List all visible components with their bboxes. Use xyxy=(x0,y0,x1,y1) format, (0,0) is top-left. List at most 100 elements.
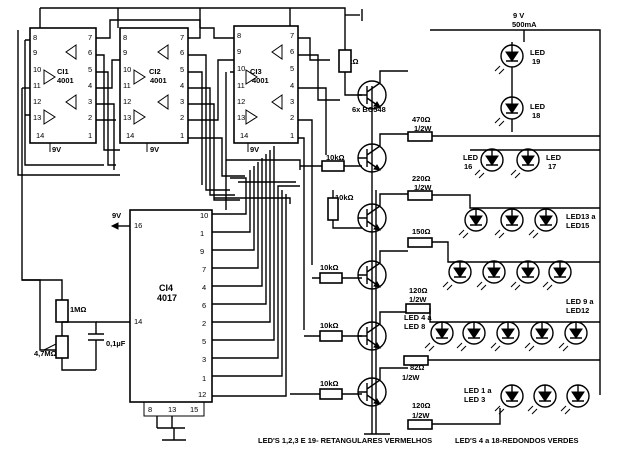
ci1-pin-8: 8 xyxy=(33,33,37,42)
ci4-out-5 xyxy=(212,146,275,341)
label-led16-a: LED xyxy=(463,153,479,162)
ci2-pin-9: 9 xyxy=(123,48,127,57)
transistor-q3 xyxy=(357,193,408,233)
label-led4-b: LED 8 xyxy=(404,322,425,331)
ci2-pin-1: 1 xyxy=(180,131,184,140)
rb1 xyxy=(338,49,352,73)
rb2 xyxy=(321,160,345,172)
led-2 xyxy=(494,96,524,127)
led-5 xyxy=(458,208,488,239)
ci4-out-1a xyxy=(212,170,251,233)
wire-ci1-p5 xyxy=(96,71,116,166)
led-16 xyxy=(558,321,588,352)
led-row-wires xyxy=(428,135,600,425)
ci1-part: 4001 xyxy=(57,76,74,85)
ci3-pin-5: 5 xyxy=(290,64,294,73)
ci3-pin-10: 10 xyxy=(237,64,245,73)
label-led9-a: LED 9 a xyxy=(566,297,594,306)
ci3-supply: 9V xyxy=(250,145,259,154)
wire-ci3-p7 xyxy=(298,37,330,61)
ci2-pin-3: 3 xyxy=(180,97,184,106)
ci4-pin-4: 4 xyxy=(202,283,206,292)
ci4-out-4 xyxy=(212,158,263,287)
rc2-value: 220Ω xyxy=(412,174,431,183)
transistor-q1 xyxy=(357,70,408,110)
timing-network: 1MΩ 4,7MΩ 0,1µF xyxy=(21,88,130,371)
ci4-vcc-arrow xyxy=(110,222,119,230)
rb4 xyxy=(319,272,343,284)
label-led18-a: LED xyxy=(530,102,546,111)
ci4-pin-15: 15 xyxy=(190,405,198,414)
label-1m: 1MΩ xyxy=(70,305,86,314)
label-led16-b: 16 xyxy=(464,162,472,171)
positive-rail xyxy=(430,29,601,395)
ci2-name: CI2 xyxy=(149,67,161,76)
ci4-out-6 xyxy=(212,154,267,305)
wire-ci2-p4 xyxy=(188,87,235,196)
ci4-pin-16: 16 xyxy=(134,221,142,230)
ci4-out-9 xyxy=(212,166,255,251)
caption-right: LED'S 4 a 18-REDONDOS VERDES xyxy=(455,436,578,445)
label-10k-2: 10kΩ xyxy=(326,153,345,162)
ci1-pin-5: 5 xyxy=(88,65,92,74)
led-12 xyxy=(424,321,454,352)
ci4-pin-3: 3 xyxy=(202,355,206,364)
resistor-1m xyxy=(55,299,69,323)
ci4-out-1b xyxy=(212,190,283,377)
label-10k-6: 10kΩ xyxy=(320,379,339,388)
label-led13-b: LED15 xyxy=(566,221,589,230)
led-4 xyxy=(510,148,540,179)
label-10k-5: 10kΩ xyxy=(320,321,339,330)
led-7 xyxy=(528,208,558,239)
ci2-pin-2: 2 xyxy=(180,113,184,122)
ci3-pin-11: 11 xyxy=(237,81,245,90)
label-0u1: 0,1µF xyxy=(106,339,126,348)
led-8 xyxy=(442,260,472,291)
label-led1-a: LED 1 a xyxy=(464,386,492,395)
ci2-supply: 9V xyxy=(150,145,159,154)
led-array xyxy=(424,42,600,425)
label-10k-3: 10kΩ xyxy=(335,193,354,202)
caption-left: LED'S 1,2,3 E 19- RETANGULARES VERMELHOS xyxy=(258,436,432,445)
ci1-pin-13: 13 xyxy=(33,113,41,122)
label-led19-b: 19 xyxy=(532,57,540,66)
ci2-pin-5: 5 xyxy=(180,65,184,74)
ci1-pin-12: 12 xyxy=(33,97,41,106)
ci2-part: 4001 xyxy=(150,76,167,85)
ci3-pin-6: 6 xyxy=(290,47,294,56)
ci4-pin-10: 10 xyxy=(200,211,208,220)
ci2-pin-4: 4 xyxy=(180,81,184,90)
label-led17-b: 17 xyxy=(548,162,556,171)
label-led13-a: LED13 a xyxy=(566,212,596,221)
ic-ci3: 8 9 10 11 12 13 14 7 6 5 4 3 2 1 CI3 400… xyxy=(233,25,299,154)
ci1-pin-2: 2 xyxy=(88,113,92,122)
ci4-part: 4017 xyxy=(157,293,177,303)
ic-ci4: CI4 4017 10 1 9 7 4 6 2 5 3 1 12 16 14 8… xyxy=(129,209,213,441)
ci4-pin-2: 2 xyxy=(202,319,206,328)
wire-ci2-p5 xyxy=(188,71,203,185)
ci1-pin-9: 9 xyxy=(33,48,37,57)
wire-ci3-p4 xyxy=(298,87,327,155)
rc1-power: 1/2W xyxy=(414,124,432,133)
ci4-out-3 xyxy=(212,185,300,359)
rc5-value: 82Ω xyxy=(410,363,424,372)
ci1-pin-3: 3 xyxy=(88,97,92,106)
rb5 xyxy=(319,330,343,342)
ci1-pin-4: 4 xyxy=(88,81,92,90)
ci4-name: CI4 xyxy=(159,283,173,293)
rc5-power: 1/2W xyxy=(402,373,420,382)
ci4-pin-14: 14 xyxy=(134,317,142,326)
rc2-power: 1/2W xyxy=(414,183,432,192)
wire-ci1-p8 xyxy=(24,39,104,166)
rc1-value: 470Ω xyxy=(412,115,431,124)
led-9 xyxy=(476,260,506,291)
wire-ci2-p1 xyxy=(188,137,245,177)
wire-h-160 xyxy=(226,159,301,170)
ci2-pin-8: 8 xyxy=(123,33,127,42)
wire-ci1-p3 xyxy=(96,103,115,170)
ci3-pin-1: 1 xyxy=(290,131,294,140)
ci4-out-2 xyxy=(212,150,271,323)
wire-ci3-p6 xyxy=(298,54,340,101)
label-led4-a: LED 4 a xyxy=(404,313,432,322)
ci2-pin-10: 10 xyxy=(123,65,131,74)
